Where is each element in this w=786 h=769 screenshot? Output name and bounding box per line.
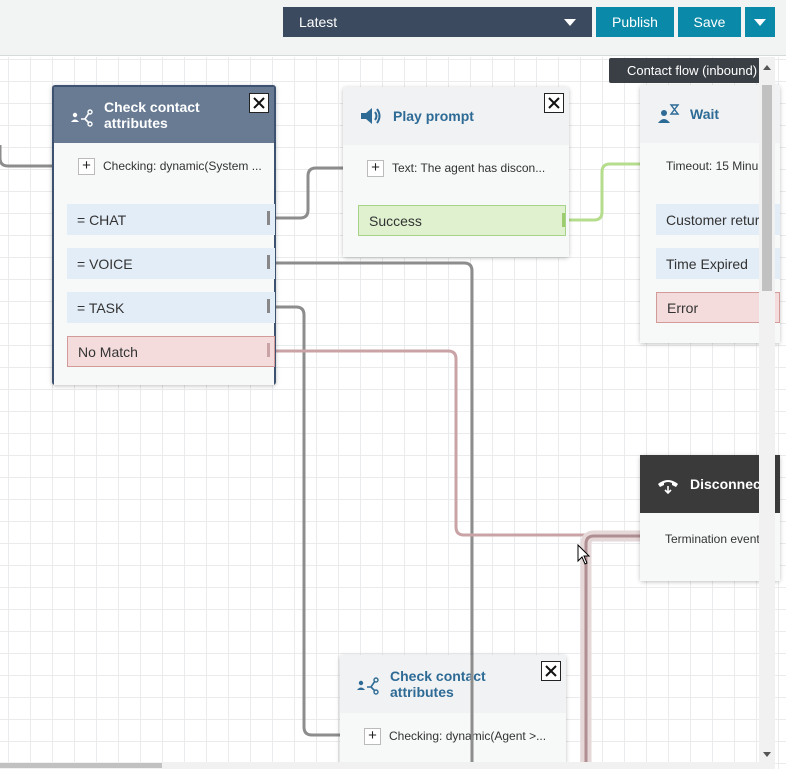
block-input-row: Timeout: 15 Minu: [640, 143, 780, 189]
chevron-down-icon: [564, 19, 576, 26]
branch-voice[interactable]: = VOICE: [67, 248, 275, 279]
version-select[interactable]: Latest: [283, 7, 592, 37]
wire-voice: [270, 261, 474, 769]
wire-error: [584, 534, 650, 769]
version-select-label: Latest: [299, 14, 338, 30]
branch-terminal[interactable]: [562, 213, 565, 227]
branch-chat[interactable]: = CHAT: [67, 204, 275, 235]
horizontal-scrollbar[interactable]: [0, 762, 759, 769]
plus-icon[interactable]: +: [78, 157, 95, 175]
disconnect-block[interactable]: Disconnec Termination event: [640, 455, 780, 581]
disconnect-icon: [658, 480, 678, 495]
block-title-line1: Check contact: [390, 668, 486, 684]
block-title: Disconnec: [690, 476, 761, 492]
block-header: Play prompt: [343, 87, 569, 145]
flow-type-badge: Contact flow (inbound): [609, 58, 775, 83]
block-body: + Checking: dynamic(System ... = CHAT = …: [54, 143, 275, 385]
close-icon: [253, 97, 265, 109]
block-header: Check contact attributes: [54, 87, 274, 143]
close-button[interactable]: [249, 93, 269, 113]
scrollbar-thumb[interactable]: [0, 763, 162, 768]
wires-overlay: [470, 650, 592, 769]
block-header: Check contact attributes: [340, 655, 566, 713]
branch-no-match[interactable]: No Match: [67, 336, 275, 367]
block-input-text: Checking: dynamic(Agent >...: [389, 729, 547, 743]
scroll-down-icon[interactable]: [763, 752, 771, 757]
close-button[interactable]: [541, 661, 561, 681]
check-contact-attributes-block[interactable]: Check contact attributes + Checking: dyn…: [52, 85, 276, 385]
block-input-row: + Checking: dynamic(Agent >...: [340, 713, 566, 759]
block-title-line2: attributes: [390, 684, 454, 700]
check-attributes-icon: [71, 109, 93, 127]
block-input-text: Text: The agent has discon...: [392, 161, 546, 175]
block-input-row: Termination event: [640, 513, 780, 565]
save-button[interactable]: Save: [678, 7, 741, 37]
scrollbar-thumb[interactable]: [762, 85, 772, 291]
wire-incoming: [0, 145, 60, 168]
block-input-row: + Text: The agent has discon...: [343, 145, 569, 191]
plus-icon[interactable]: +: [364, 727, 381, 745]
block-body: Termination event: [640, 513, 780, 581]
save-options-button[interactable]: [745, 7, 775, 37]
vertical-scrollbar[interactable]: [759, 57, 775, 769]
block-title: Wait: [690, 106, 720, 122]
close-icon: [545, 665, 557, 677]
block-title-line1: Check contact: [104, 99, 200, 115]
check-contact-attributes-block-2[interactable]: Check contact attributes + Checking: dyn…: [340, 655, 566, 769]
wire-no-match: [270, 349, 652, 537]
branch-terminal[interactable]: [267, 299, 270, 313]
block-header: Wait: [640, 85, 780, 143]
block-header: Disconnec: [640, 455, 780, 513]
branch-terminal[interactable]: [267, 343, 270, 357]
block-body: + Text: The agent has discon... Success: [343, 145, 569, 257]
close-icon: [548, 97, 560, 109]
check-attributes-icon: [357, 677, 379, 695]
block-title: Play prompt: [393, 108, 474, 124]
block-title-line2: attributes: [104, 115, 168, 131]
block-input-text: Timeout: 15 Minu: [666, 159, 759, 173]
speaker-icon: [361, 108, 381, 124]
wait-icon: [658, 104, 680, 123]
branch-task[interactable]: = TASK: [67, 292, 275, 323]
plus-icon[interactable]: +: [367, 159, 384, 177]
wire-success: [565, 162, 650, 222]
flow-canvas[interactable]: Check contact attributes + Checking: dyn…: [0, 57, 786, 769]
toolbar: Latest Publish Save: [0, 0, 786, 56]
branch-success[interactable]: Success: [358, 205, 566, 236]
branch-terminal[interactable]: [267, 255, 270, 269]
play-prompt-block[interactable]: Play prompt + Text: The agent has discon…: [343, 87, 569, 257]
chevron-down-icon: [754, 18, 766, 26]
block-input-text: Termination event: [665, 532, 760, 546]
scroll-up-icon[interactable]: [763, 65, 771, 70]
branch-terminal[interactable]: [267, 211, 270, 225]
block-body: + Checking: dynamic(Agent >...: [340, 713, 566, 769]
publish-button[interactable]: Publish: [596, 7, 674, 37]
wire-task: [270, 305, 350, 737]
block-input-text: Checking: dynamic(System ...: [103, 159, 262, 173]
close-button[interactable]: [544, 93, 564, 113]
mouse-cursor-icon: [577, 544, 591, 565]
block-input-row: + Checking: dynamic(System ...: [54, 143, 274, 189]
wire-chat: [270, 166, 352, 220]
